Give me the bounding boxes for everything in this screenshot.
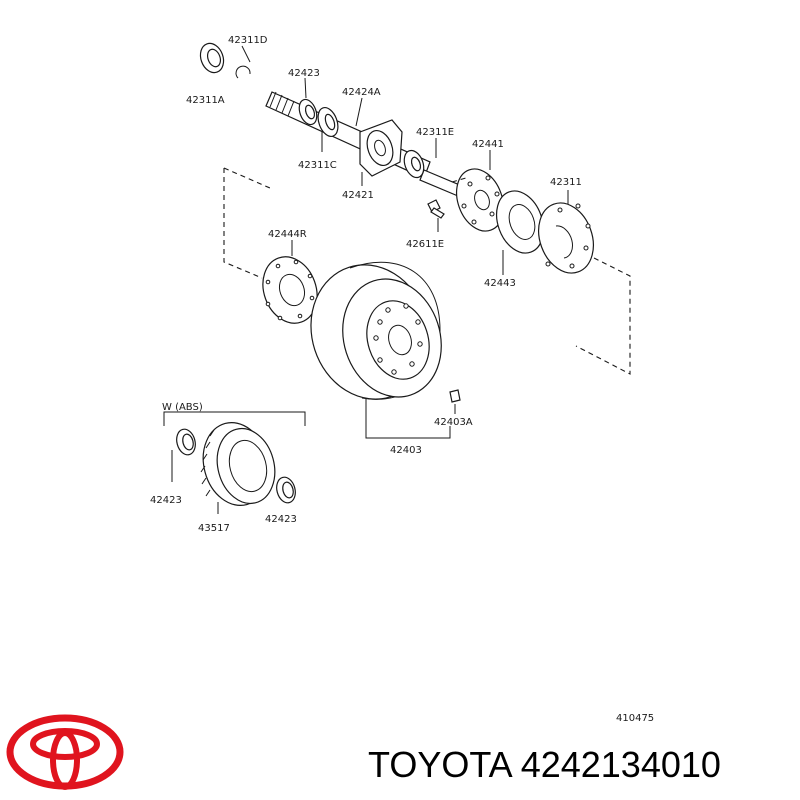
label-42421: 42421 [342, 190, 374, 201]
gasket-42443 [496, 190, 544, 254]
hub-bolt-42611E [427, 199, 445, 219]
hole-plug-42403A [449, 389, 461, 403]
label-42423-left: 42423 [150, 495, 182, 506]
label-42311E: 42311E [416, 127, 454, 138]
label-abs-group: W (ABS) [162, 402, 203, 413]
label-42444R: 42444R [268, 229, 307, 240]
label-42423-top: 42423 [288, 68, 320, 79]
bearing-42423-top [298, 98, 318, 126]
abs-rotor-43517 [200, 421, 276, 507]
toyota-logo [6, 714, 124, 790]
label-42424A: 42424A [342, 87, 381, 98]
label-42611E: 42611E [406, 239, 444, 250]
label-42441: 42441 [472, 139, 504, 150]
label-42443: 42443 [484, 278, 516, 289]
seal-42311A [199, 42, 225, 74]
seal-42311C [317, 106, 339, 138]
label-42403A: 42403A [434, 417, 473, 428]
diagram-code: 410475 [616, 713, 654, 724]
bearing-42423-right [276, 476, 296, 504]
seal-42311E [403, 149, 425, 179]
label-42311A: 42311A [186, 95, 225, 106]
bearing-42423-left [176, 428, 196, 456]
label-42311D: 42311D [228, 35, 268, 46]
label-42403: 42403 [390, 445, 422, 456]
label-42311: 42311 [550, 177, 582, 188]
label-42311C: 42311C [298, 160, 337, 171]
snap-ring-42311D [235, 65, 251, 79]
label-42423-right: 42423 [265, 514, 297, 525]
hub-42311 [538, 202, 594, 274]
label-43517: 43517 [198, 523, 230, 534]
retainer-42421 [359, 119, 403, 177]
hub-flange-42441 [456, 168, 504, 232]
gasket-42444R [262, 256, 318, 324]
part-caption: TOYOTA 4242134010 [368, 744, 721, 785]
brake-drum-42403 [310, 261, 442, 400]
